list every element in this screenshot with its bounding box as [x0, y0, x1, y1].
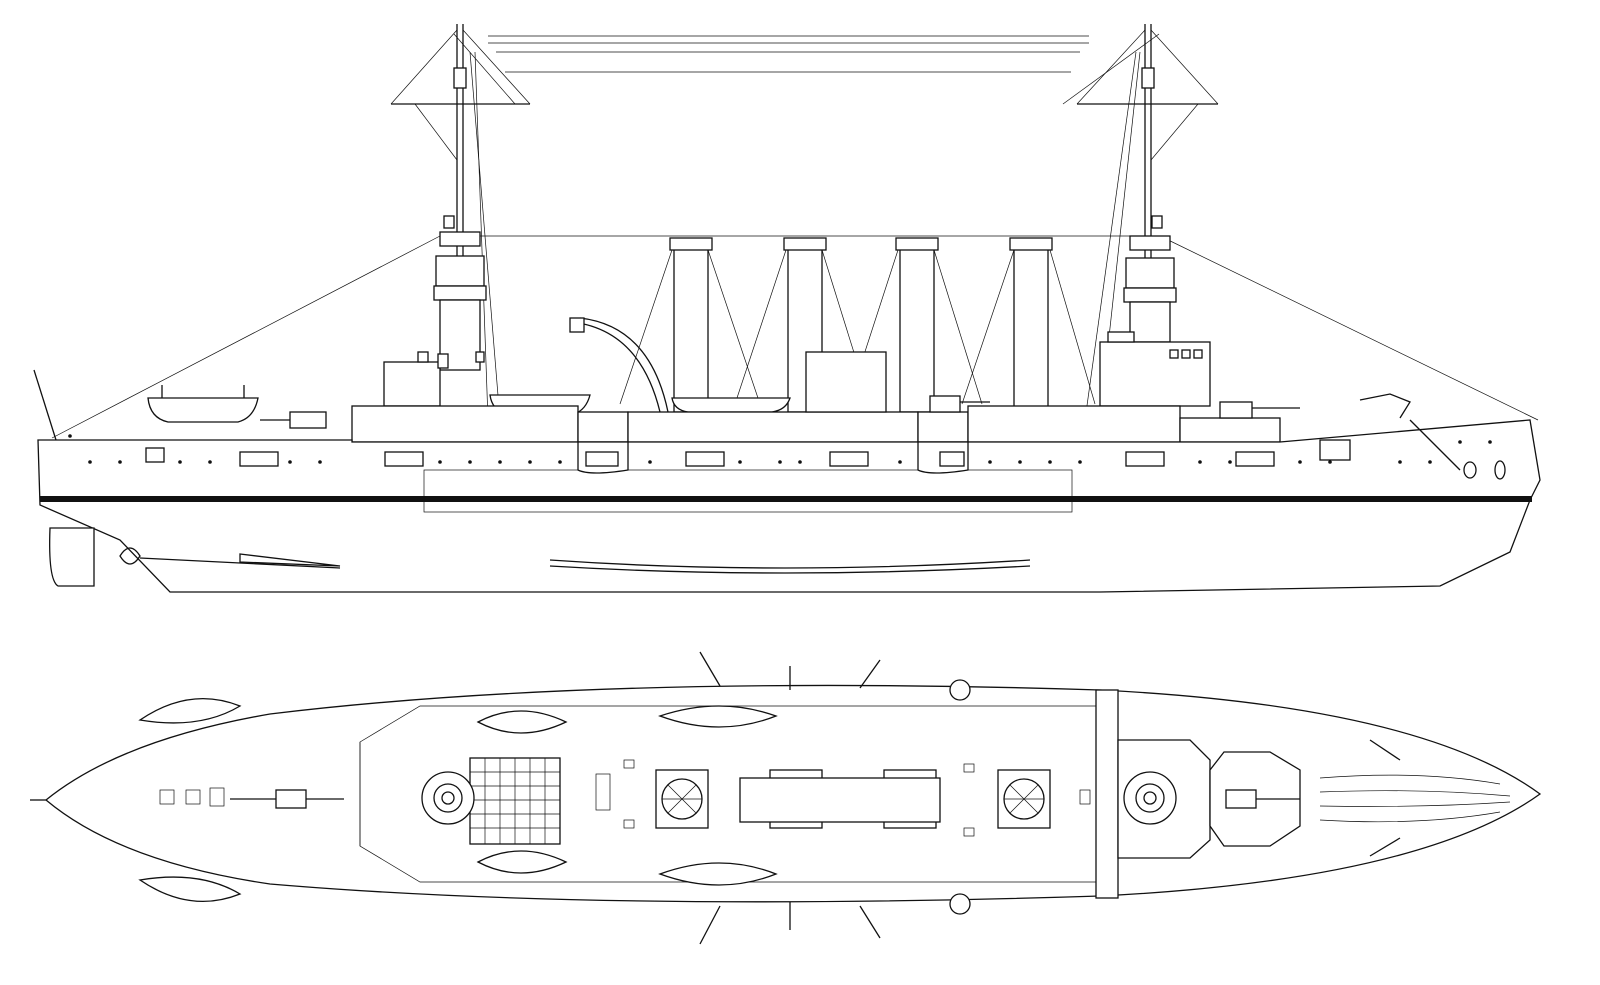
plan-deck-fittings — [159, 759, 1091, 837]
bow-details — [1409, 419, 1506, 480]
plan-view — [30, 651, 1542, 945]
waterline-stripe — [40, 496, 1532, 502]
funnel-3 — [899, 247, 935, 413]
fore-mast — [383, 24, 531, 407]
stern-underwater — [49, 527, 1031, 587]
plan-skylight-grid — [469, 757, 561, 845]
funnel-4 — [1013, 247, 1049, 413]
gun-ports — [145, 439, 1351, 467]
hull-profile — [37, 419, 1541, 593]
side-elevation-view — [33, 24, 1541, 593]
portholes — [68, 434, 1492, 464]
plan-boat-2 — [476, 850, 568, 874]
armor-belt — [423, 469, 1073, 513]
deck-guns — [260, 395, 1300, 429]
main-mast — [1076, 24, 1219, 407]
plan-aft-turret — [421, 771, 475, 825]
stern-flagstaff — [33, 369, 57, 441]
boat-crane — [569, 317, 1411, 419]
plan-boat-1 — [476, 710, 568, 734]
rigging-lines — [51, 33, 1539, 439]
plan-anchor-chains — [1319, 739, 1511, 857]
funnel-1 — [673, 247, 709, 413]
plan-guns — [230, 651, 1300, 945]
